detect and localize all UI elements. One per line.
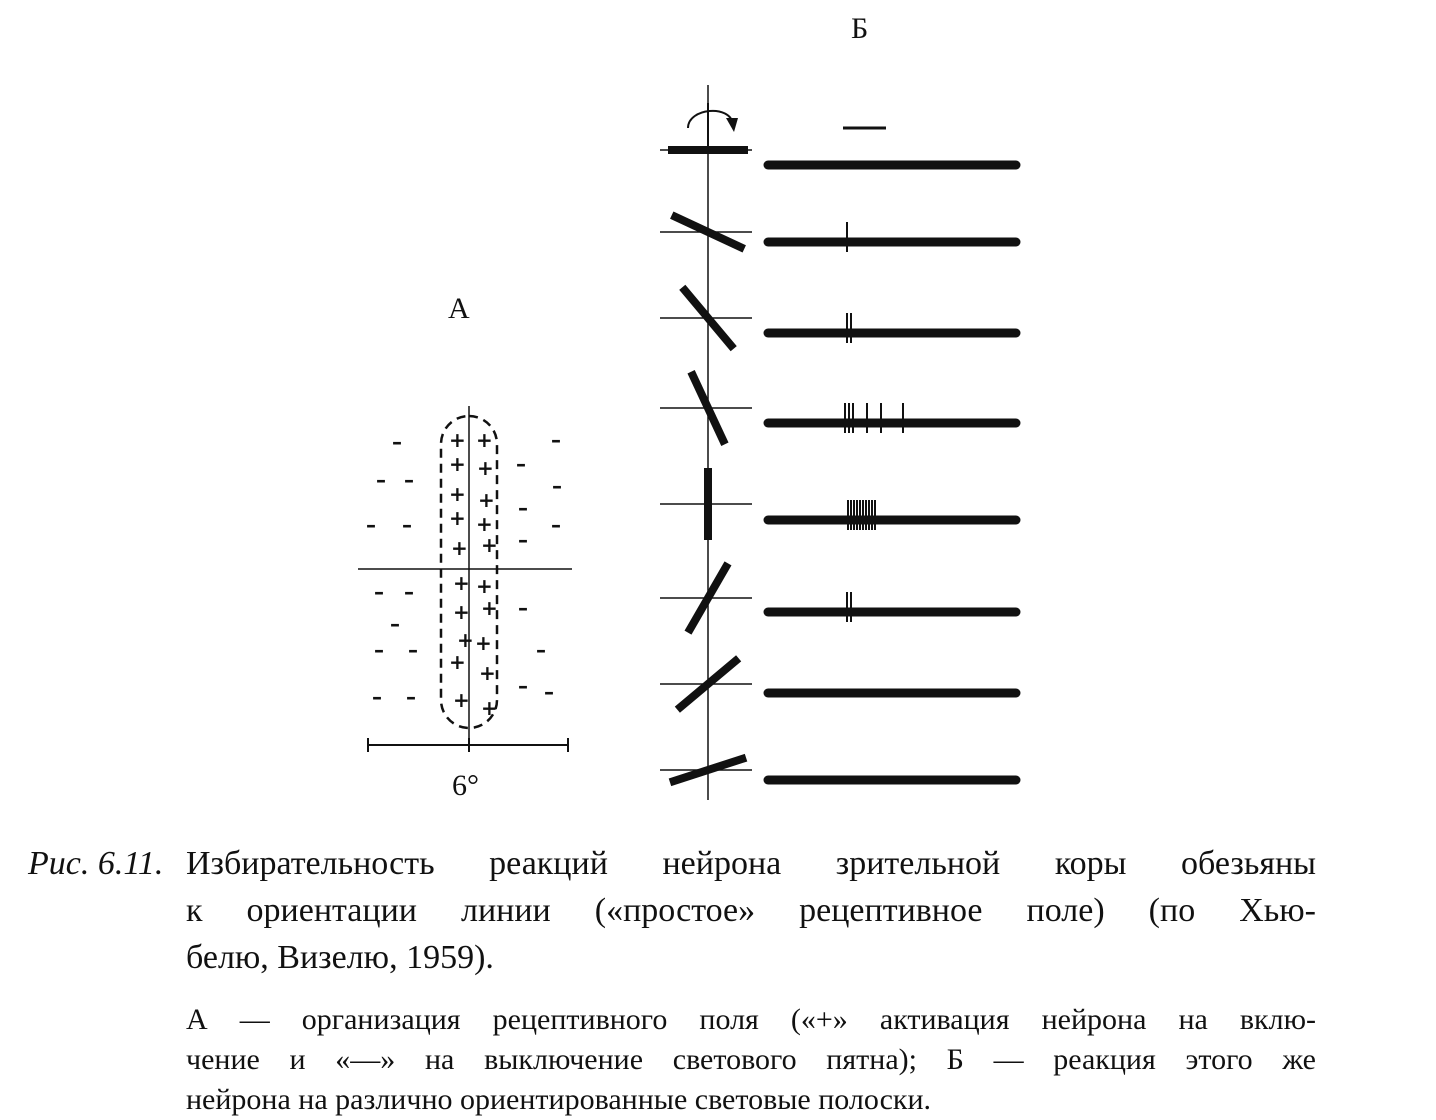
receptive-field-diagram: ++++++++++++++++++++ –––––––––––––––––––…: [358, 406, 572, 802]
caption-line: Избирательность реакций нейрона зрительн…: [186, 845, 1316, 882]
off-symbol: –: [551, 513, 561, 537]
scale-label: 6°: [452, 769, 479, 802]
stimulus-bar: [687, 370, 729, 446]
off-symbol: –: [518, 596, 528, 620]
off-symbol: –: [518, 674, 528, 698]
response-traces: [763, 160, 1021, 785]
on-symbol: +: [449, 452, 466, 476]
on-symbol: +: [481, 696, 498, 720]
on-symbol: +: [477, 456, 494, 480]
on-symbol: +: [476, 512, 493, 536]
caption-line: белю, Визелю, 1959).: [186, 939, 494, 976]
off-symbol: –: [552, 474, 562, 498]
on-symbol: +: [453, 688, 470, 712]
stimulus-bars: [660, 146, 752, 787]
on-symbol: +: [481, 596, 498, 620]
panel-a-label: А: [448, 292, 470, 325]
off-symbol: –: [404, 468, 414, 492]
legend-line: чение и «—» на выключение светового пятн…: [186, 1043, 1316, 1076]
on-symbol: +: [476, 574, 493, 598]
off-symbol: –: [390, 612, 400, 636]
stimulus-bar: [670, 211, 746, 253]
legend-line: А — организация рецептивного поля («+» а…: [186, 1003, 1316, 1036]
rotation-arrow-icon: [687, 103, 738, 150]
on-symbol: +: [449, 506, 466, 530]
off-symbol: –: [544, 680, 554, 704]
on-symbol: +: [479, 661, 496, 685]
caption-prefix: Рис. 6.11.: [28, 845, 164, 882]
on-symbols: ++++++++++++++++++++: [449, 428, 498, 720]
on-symbol: +: [481, 533, 498, 557]
off-symbol: –: [366, 513, 376, 537]
off-symbol: –: [376, 468, 386, 492]
on-symbol: +: [449, 650, 466, 674]
off-symbol: –: [408, 638, 418, 662]
figure-6-11: Б А ++++++++++++++++++++ –––––––––––––––…: [358, 12, 1021, 802]
stimulus-bar: [668, 753, 748, 787]
on-symbol: +: [453, 571, 470, 595]
on-symbol: +: [449, 428, 466, 452]
off-symbol: –: [406, 685, 416, 709]
stimulus-bar: [684, 561, 732, 635]
off-symbols: ––––––––––––––––––––––: [366, 428, 562, 709]
off-symbol: –: [536, 638, 546, 662]
on-symbol: +: [476, 428, 493, 452]
on-symbol: +: [475, 631, 492, 655]
stimulus-bar: [679, 284, 737, 352]
on-symbol: +: [457, 628, 474, 652]
off-symbol: –: [518, 528, 528, 552]
on-symbol: +: [451, 536, 468, 560]
legend-line: нейрона на различно ориентированные свет…: [186, 1083, 932, 1116]
caption-line: к ориентации линии («простое» рецептивно…: [186, 892, 1316, 929]
stimulus-bar: [674, 655, 742, 713]
off-symbol: –: [518, 496, 528, 520]
off-symbol: –: [404, 580, 414, 604]
on-symbol: +: [449, 482, 466, 506]
off-symbol: –: [374, 580, 384, 604]
panel-b-label: Б: [851, 12, 868, 45]
off-symbol: –: [402, 513, 412, 537]
off-symbol: –: [372, 685, 382, 709]
off-symbol: –: [551, 428, 561, 452]
off-symbol: –: [374, 638, 384, 662]
off-symbol: –: [516, 452, 526, 476]
on-symbol: +: [453, 600, 470, 624]
caption-body: Избирательность реакций нейрона зрительн…: [186, 840, 1316, 981]
orientation-responses: [660, 85, 1021, 800]
on-symbol: +: [478, 488, 495, 512]
scale-bar: [367, 738, 569, 752]
off-symbol: –: [392, 430, 402, 454]
figure-legend: А — организация рецептивного поля («+» а…: [186, 1000, 1316, 1120]
